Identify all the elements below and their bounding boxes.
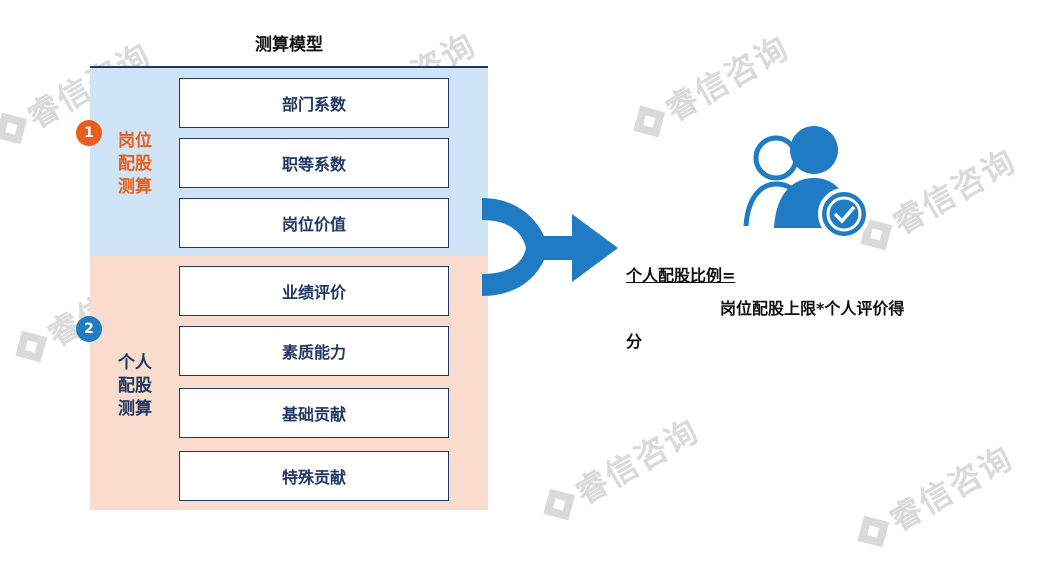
formula-expression: 岗位配股上限*个人评价得 — [720, 299, 905, 318]
watermark: 睿信咨询 — [854, 136, 1024, 261]
watermark-logo-icon — [0, 112, 28, 145]
factor-box: 部门系数 — [179, 78, 449, 128]
section-1-number: 1 — [76, 120, 102, 146]
factor-box: 岗位价值 — [179, 198, 449, 248]
watermark-logo-icon — [15, 330, 48, 363]
user-check-icon — [743, 126, 870, 240]
model-title: 测算模型 — [255, 35, 323, 55]
factor-box: 特殊贡献 — [179, 451, 449, 501]
title-divider — [90, 66, 488, 68]
watermark-logo-icon — [543, 488, 576, 521]
section-2-number: 2 — [76, 316, 102, 342]
factor-box: 业绩评价 — [179, 266, 449, 316]
formula-heading: 个人配股比例= — [626, 266, 736, 285]
section-2-label: 个人 配股 测算 — [118, 353, 152, 419]
factor-box: 素质能力 — [179, 326, 449, 376]
watermark-logo-icon — [633, 105, 666, 138]
factor-box: 职等系数 — [179, 138, 449, 188]
factor-box: 基础贡献 — [179, 388, 449, 438]
watermark-logo-icon — [857, 515, 890, 548]
formula-tail: 分 — [626, 332, 643, 351]
section-1-label: 岗位 配股 测算 — [118, 131, 152, 197]
watermark: 睿信咨询 — [537, 406, 707, 531]
watermark: 睿信咨询 — [851, 433, 1021, 558]
merge-arrow-icon — [482, 198, 618, 296]
